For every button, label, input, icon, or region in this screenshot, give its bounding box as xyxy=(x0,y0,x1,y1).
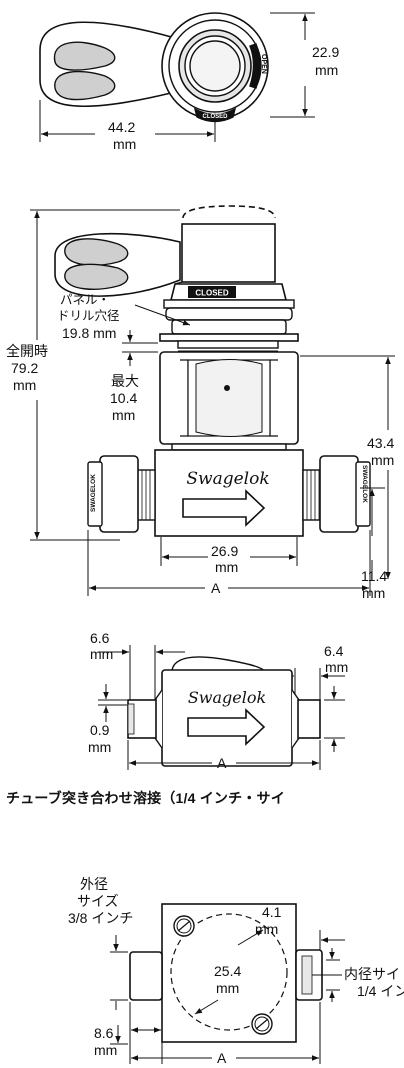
bottom-right-value: 4.1 xyxy=(262,904,282,920)
butt-a-label: A xyxy=(217,755,227,771)
id-label-2: 1/4 イン xyxy=(357,983,404,999)
max-value: 10.4 xyxy=(110,390,138,406)
section-title: チューブ突き合わせ溶接（1/4 インチ・サイ xyxy=(6,790,285,806)
full-open-unit: mm xyxy=(13,377,37,393)
top-height-value: 22.9 xyxy=(312,44,340,60)
butt-brand-text: Swagelok xyxy=(188,688,266,707)
panel-label-2: ドリル穴径 xyxy=(57,309,120,323)
id-label-1: 内径サイ xyxy=(344,966,400,982)
front-a-label: A xyxy=(211,580,221,596)
butt-right-value: 6.4 xyxy=(324,643,344,659)
bottom-value: 8.6 xyxy=(94,1025,114,1041)
width-value: 26.9 xyxy=(211,543,239,559)
top-closed-text: CLOSED xyxy=(202,114,228,120)
top-closed-tab xyxy=(193,107,237,123)
od-label-1: 外径 xyxy=(80,876,108,892)
od-label-2: サイズ xyxy=(77,893,119,909)
full-open-label: 全開時 xyxy=(6,343,48,359)
top-width-value: 44.2 xyxy=(108,119,136,135)
front-closed-tab xyxy=(188,286,236,298)
panel-label-1: パネル・ xyxy=(60,293,111,307)
full-open-dashed xyxy=(182,205,276,219)
max-label: 最大 xyxy=(111,373,139,389)
base-unit: mm xyxy=(362,585,386,601)
top-open-text: OPEN xyxy=(260,54,267,74)
base-value: 11.4 xyxy=(361,568,388,584)
bottom-view xyxy=(110,903,345,1064)
front-closed-text: CLOSED xyxy=(195,289,229,298)
od-label-3: 3/8 インチ xyxy=(68,910,134,926)
butt-weld-view xyxy=(98,645,345,770)
top-open-tab xyxy=(249,43,261,89)
bottom-right-unit: mm xyxy=(255,921,279,937)
butt-left-unit: mm xyxy=(90,646,114,662)
butt-offset-unit: mm xyxy=(88,739,112,755)
full-open-value: 79.2 xyxy=(11,360,39,376)
center-unit: mm xyxy=(216,980,240,996)
height-unit: mm xyxy=(371,452,395,468)
top-width-unit: mm xyxy=(113,136,137,152)
right-fitting-brand: SWAGELOK xyxy=(361,465,368,503)
butt-left-value: 6.6 xyxy=(90,630,110,646)
left-fitting-brand: SWAGELOK xyxy=(90,474,97,512)
front-view xyxy=(30,205,395,596)
bottom-unit: mm xyxy=(94,1042,118,1058)
front-brand-text: Swagelok xyxy=(186,469,269,489)
height-value: 43.4 xyxy=(367,435,395,451)
top-view xyxy=(39,12,315,142)
center-value: 25.4 xyxy=(214,963,242,979)
bottom-a-label: A xyxy=(217,1050,227,1066)
panel-value: 19.8 mm xyxy=(62,325,117,341)
max-unit: mm xyxy=(112,407,136,423)
top-height-unit: mm xyxy=(315,62,339,78)
width-unit: mm xyxy=(215,559,239,575)
front-body xyxy=(154,449,304,537)
butt-offset-value: 0.9 xyxy=(90,722,110,738)
butt-right-unit: mm xyxy=(325,659,349,675)
